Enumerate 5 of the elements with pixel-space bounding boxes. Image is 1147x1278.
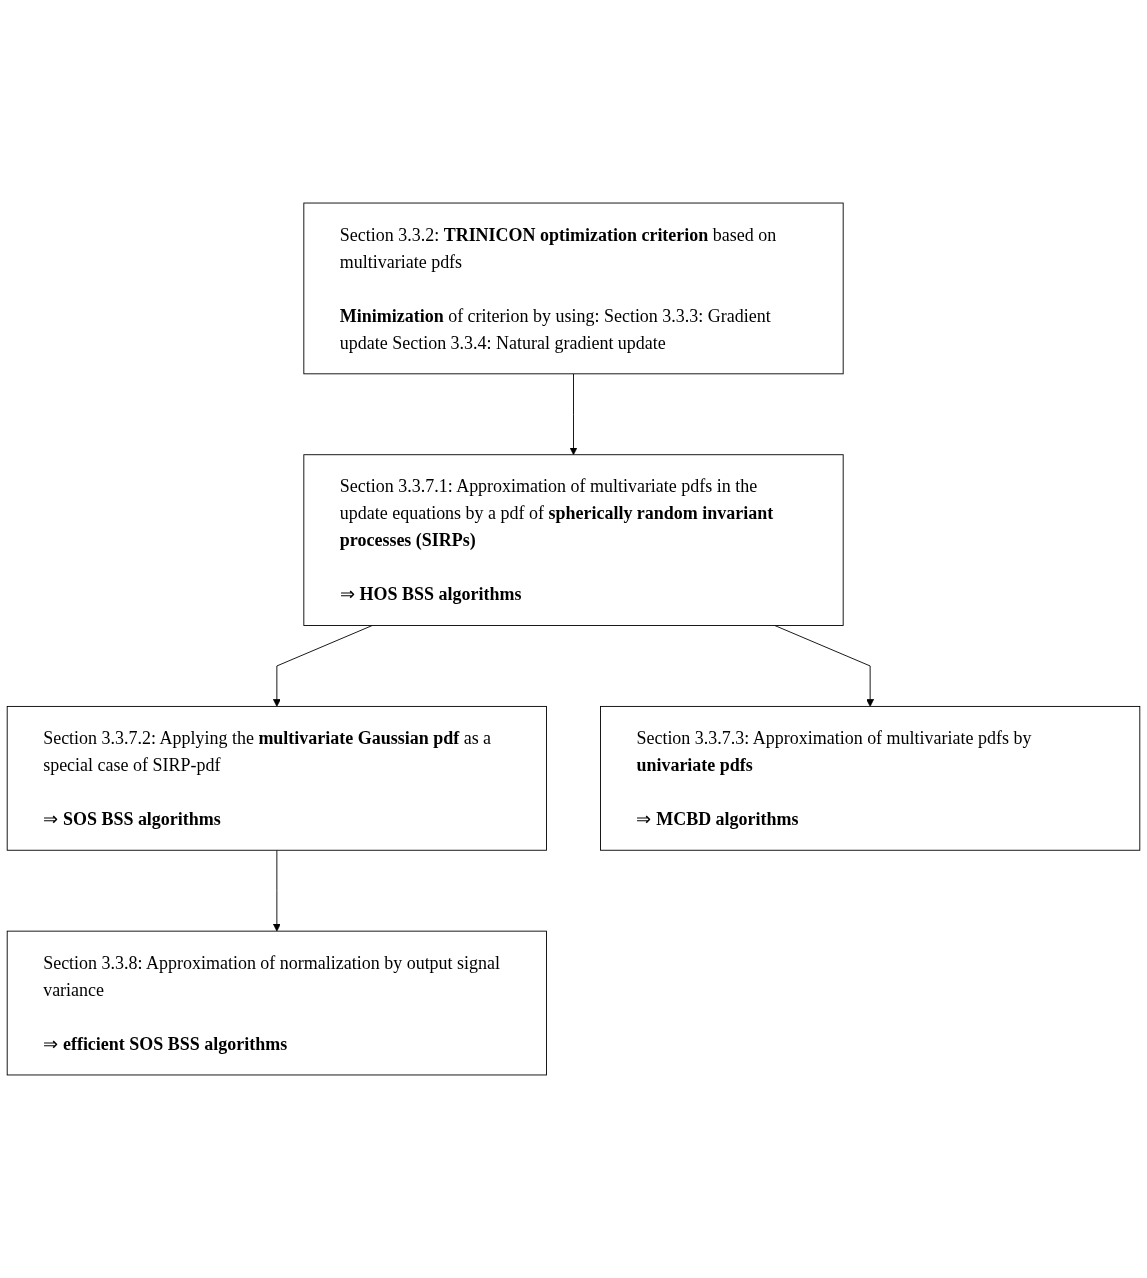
- node-box: Section 3.3.8: Approximation of normalization by output signal variance ⇒ efficient SOS BSS algorithms: [6, 930, 547, 1076]
- node-box: Section 3.3.7.2: Applying the multivariate Gaussian pdf as a special case of SIRP-pdf ⇒ SOS BSS algorithms: [6, 705, 547, 851]
- node-box: Section 3.3.2: TRINICON optimization criterion based on multivariate pdfs Minimization of criterion by using: Section 3.3.3: Gradient update Section 3.3.4: Natural gradient update: [303, 202, 844, 375]
- node-box: Section 3.3.7.1: Approximation of multivariate pdfs in the update equations by a pdf of spherically random invariant processes (SIRPs) ⇒ HOS BSS algorithms: [303, 454, 844, 626]
- node-box: Section 3.3.7.3: Approximation of multivariate pdfs by univariate pdfs ⇒ MCBD algorithms: [600, 705, 1141, 851]
